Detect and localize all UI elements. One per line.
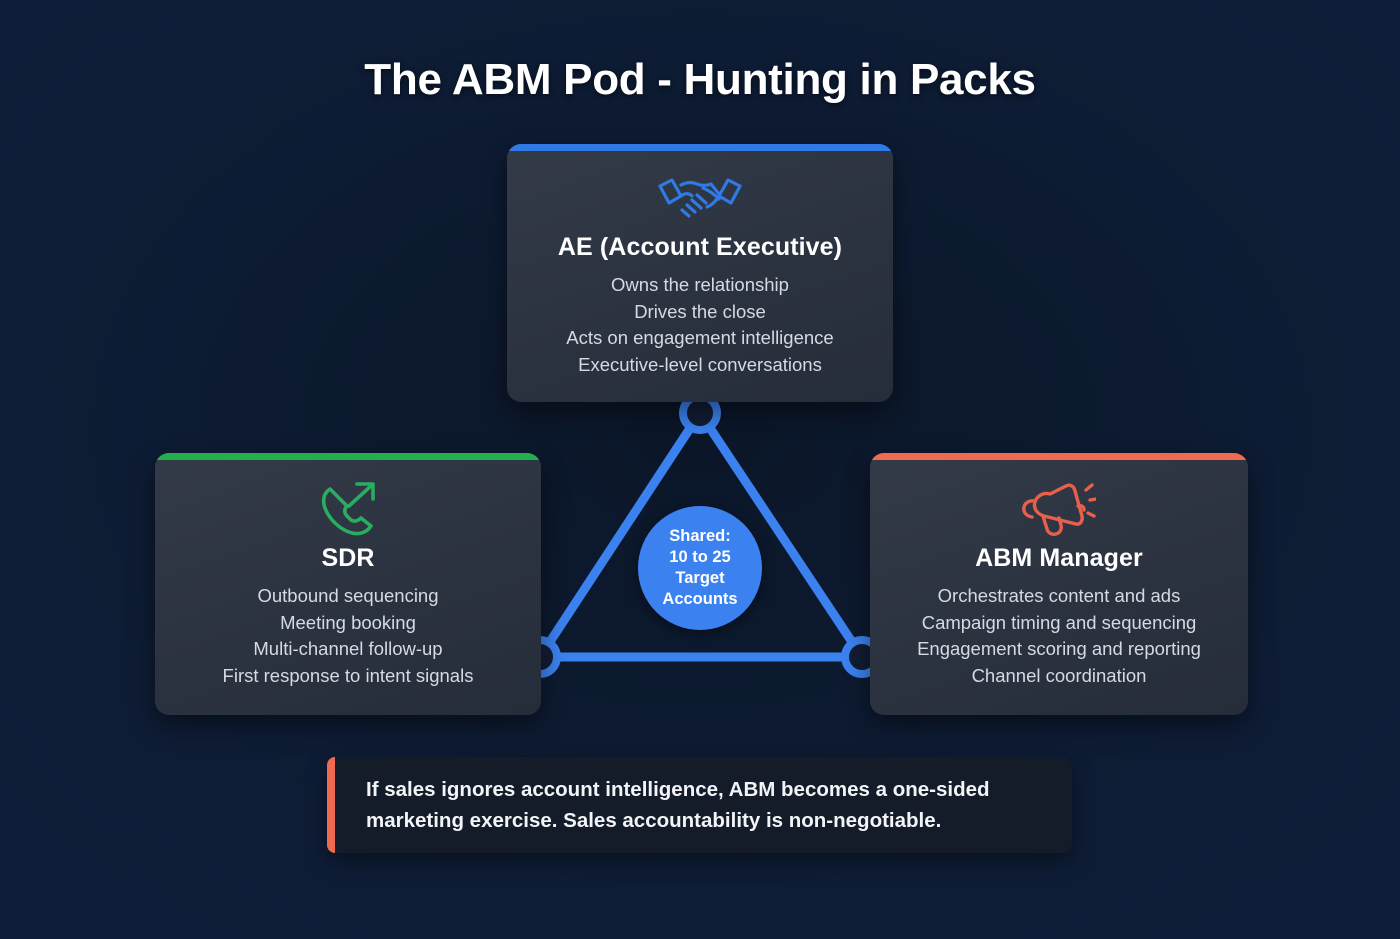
- card-line: Meeting booking: [280, 611, 416, 633]
- card-title-sdr: SDR: [321, 544, 375, 572]
- handshake-icon: [523, 169, 877, 227]
- card-line: Multi-channel follow-up: [253, 638, 443, 659]
- shared-accounts-hub: Shared: 10 to 25 Target Accounts: [638, 506, 762, 630]
- role-card-abm-manager[interactable]: ABM Manager Orchestrates content and ads…: [870, 453, 1248, 715]
- hub-line: Target: [675, 569, 725, 587]
- callout-accent-bar: [327, 757, 335, 853]
- hub-line: Accounts: [662, 590, 738, 608]
- role-card-ae[interactable]: AE (Account Executive) Owns the relation…: [507, 144, 893, 402]
- card-line: Channel coordination: [971, 664, 1147, 686]
- card-title-abm: ABM Manager: [975, 544, 1143, 572]
- card-lines-sdr: Outbound sequencing Meeting booking Mult…: [171, 583, 525, 689]
- card-line: First response to intent signals: [222, 664, 474, 686]
- card-line: Acts on engagement intelligence: [566, 327, 834, 348]
- card-line: Owns the relationship: [611, 274, 789, 295]
- callout-line: If sales ignores account intelligence, A…: [366, 778, 990, 801]
- card-accent-bar-ae: [507, 144, 893, 151]
- callout-line: marketing exercise. Sales accountability…: [366, 809, 942, 832]
- card-line: Orchestrates content and ads: [937, 585, 1181, 606]
- card-line: Drives the close: [634, 300, 766, 322]
- card-lines-abm: Orchestrates content and ads Campaign ti…: [886, 583, 1232, 689]
- card-line: Executive-level conversations: [578, 353, 822, 375]
- callout-box: If sales ignores account intelligence, A…: [327, 757, 1072, 853]
- card-line: Outbound sequencing: [257, 585, 439, 606]
- phone-outgoing-icon: [171, 480, 525, 538]
- card-line: Engagement scoring and reporting: [917, 638, 1201, 659]
- card-lines-ae: Owns the relationship Drives the close A…: [523, 272, 877, 384]
- callout-text: If sales ignores account intelligence, A…: [335, 774, 1018, 836]
- megaphone-icon: [886, 480, 1232, 538]
- hub-line: 10 to 25: [669, 548, 731, 566]
- hub-line: Shared:: [669, 527, 731, 545]
- card-accent-bar-sdr: [155, 453, 541, 460]
- card-accent-bar-abm: [870, 453, 1248, 460]
- role-card-sdr[interactable]: SDR Outbound sequencing Meeting booking …: [155, 453, 541, 715]
- card-line: Campaign timing and sequencing: [921, 611, 1197, 633]
- card-title-ae: AE (Account Executive): [557, 233, 843, 261]
- page-title: The ABM Pod - Hunting in Packs: [364, 55, 1036, 104]
